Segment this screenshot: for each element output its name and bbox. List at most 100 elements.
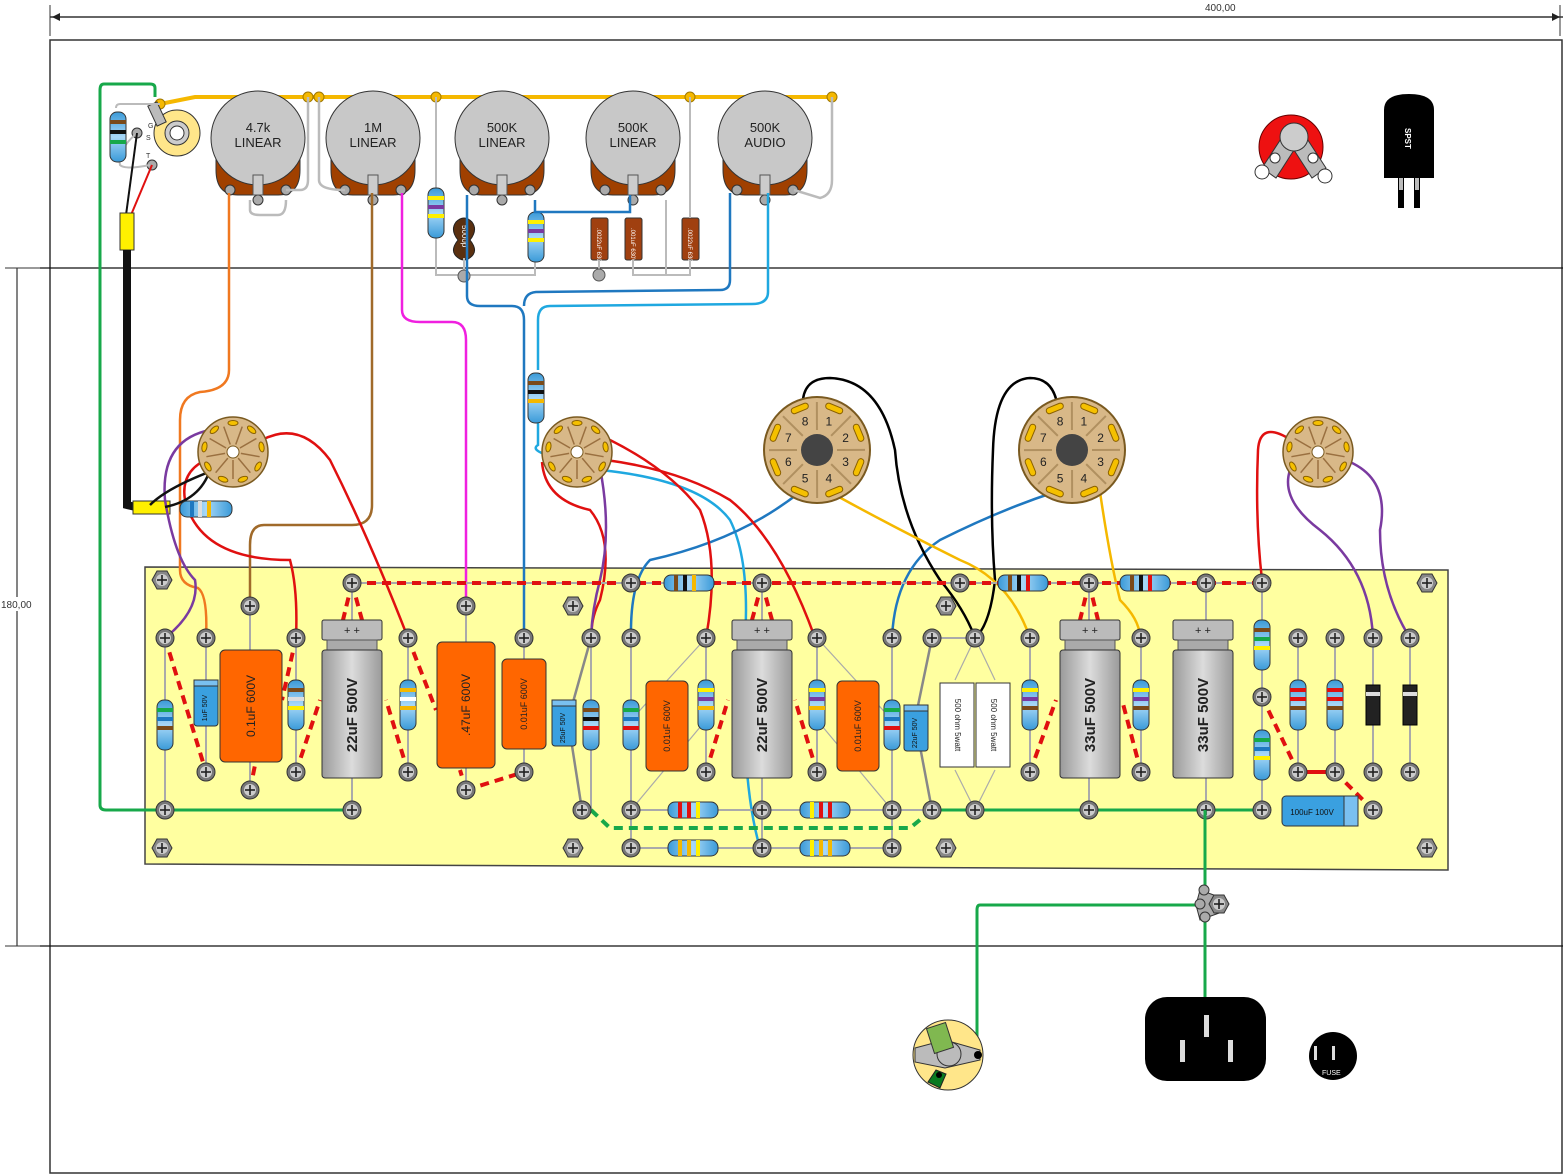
resistor (667, 801, 719, 819)
resistor-panel-2 (527, 211, 545, 263)
electrolytic-capacitor-axial: 100uF 100V (1281, 795, 1359, 827)
ground-switch[interactable] (912, 1019, 984, 1091)
turret-eyelet (398, 762, 418, 782)
electrolytic-capacitor-small: 25uF 50V (551, 699, 577, 747)
mounting-screw (1416, 838, 1438, 858)
spst-switch[interactable]: SPST (1384, 94, 1434, 208)
turret-eyelet (752, 800, 772, 820)
jack-lug-tip: T (146, 153, 151, 160)
turret-eyelet (1288, 628, 1308, 648)
mounting-screw (151, 570, 173, 590)
turret-eyelet (1288, 762, 1308, 782)
turret-eyelet (696, 628, 716, 648)
resistor (287, 679, 305, 731)
capacitor-label: 22uF 50V (912, 717, 919, 748)
mounting-screw (935, 596, 957, 616)
pin-number: 1 (1081, 414, 1088, 428)
turret-eyelet (922, 800, 942, 820)
pin-number: 6 (785, 455, 792, 469)
resistor (697, 679, 715, 731)
mounting-screw (1416, 573, 1438, 593)
wire-red-1 (261, 432, 410, 639)
resistor (667, 839, 719, 857)
tone-cap-label: .0022uF 630V (595, 228, 601, 266)
ground-wire-mains (975, 810, 1207, 1055)
cable-sleeve-bottom (132, 500, 171, 515)
pin-number: 1 (826, 414, 833, 428)
turret-eyelet (155, 800, 175, 820)
resistor (1253, 619, 1271, 671)
turret-eyelet (1020, 628, 1040, 648)
power-resistor-label: 500 ohm 5watt (989, 699, 998, 752)
turret-eyelet (1079, 573, 1099, 593)
wire-lightblue (536, 193, 770, 370)
pin-number: 3 (1097, 455, 1104, 469)
height-dimension-label: 180,00 (1, 600, 32, 611)
wire-blue (465, 195, 526, 638)
pot-value: 500K (750, 120, 781, 135)
turret-eyelet (621, 573, 641, 593)
fuse-holder[interactable]: FUSE (1309, 1032, 1357, 1080)
turret-eyelet (1020, 762, 1040, 782)
pin-number: 6 (1040, 455, 1047, 469)
pin-number: 2 (842, 431, 849, 445)
ground-wire-input (98, 82, 352, 812)
wire-purple-3 (1286, 469, 1375, 639)
wire-blue-4 (890, 490, 1056, 639)
wire-yellow-1 (829, 490, 1032, 639)
turret-eyelet (922, 628, 942, 648)
iec-power-inlet[interactable] (1145, 997, 1266, 1081)
capacitor-label: 100uF 100V (1290, 808, 1334, 817)
pin-number: 5 (802, 472, 809, 486)
electrolytic-capacitor: + +22uF 500V (321, 619, 383, 779)
resistor (1326, 679, 1344, 731)
pin-number: 4 (826, 472, 833, 486)
turret-eyelet (621, 838, 641, 858)
turret-eyelet (1252, 800, 1272, 820)
tube-socket-v5 (1282, 416, 1354, 488)
wire-black-1 (801, 376, 977, 639)
resistor (1289, 679, 1307, 731)
resistor (663, 574, 715, 592)
turret-eyelet (456, 596, 476, 616)
pin-number: 7 (785, 431, 792, 445)
tone-cap-label: .001uF 630V (629, 228, 635, 262)
turret-eyelet (196, 628, 216, 648)
capacitor-label: 22uF 500V (754, 678, 771, 752)
polarity-mark: + + (1195, 625, 1211, 637)
turret-eyelet (882, 800, 902, 820)
wire-blue-3 (629, 491, 801, 639)
resistor (1132, 679, 1150, 731)
turret-eyelet (950, 573, 970, 593)
turret-eyelet (286, 628, 306, 648)
wire-blue-tone (533, 195, 632, 214)
pot-taper: LINEAR (479, 135, 526, 150)
power-resistor-label: 500 ohm 5watt (953, 699, 962, 752)
tone-cap-label: .0022uF 630V (686, 228, 692, 266)
pot-taper: LINEAR (235, 135, 282, 150)
resistor (399, 679, 417, 731)
jack-lug-sleeve: S (146, 135, 151, 142)
pin-number: 5 (1057, 472, 1064, 486)
capacitor-label: 0.1uF 600V (244, 675, 258, 737)
resistor (582, 699, 600, 751)
tube-socket-v2 (541, 416, 613, 488)
turret-eyelet (1400, 762, 1420, 782)
capacitor-label: 33uF 500V (1195, 678, 1212, 752)
pin-number: 8 (1057, 414, 1064, 428)
tube-socket-v1 (197, 416, 269, 488)
wire-blue-2 (522, 193, 732, 307)
ceramic-cap-label: 5000p (460, 225, 469, 248)
electrolytic-capacitor: + +22uF 500V (731, 619, 793, 779)
turret-eyelet (807, 762, 827, 782)
wire-black-2 (974, 376, 1060, 639)
turret-eyelet (752, 573, 772, 593)
